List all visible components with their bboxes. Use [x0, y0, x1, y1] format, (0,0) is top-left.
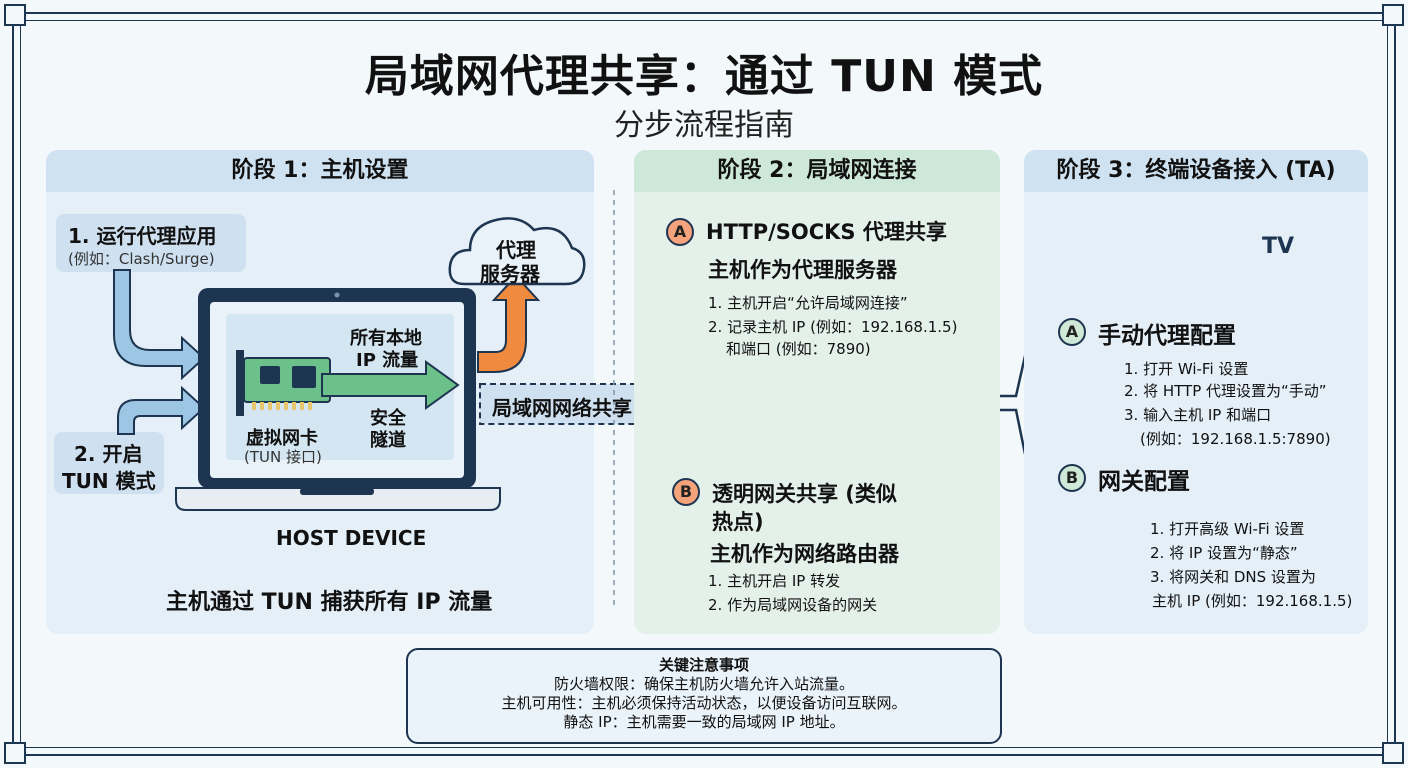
option-b-subtitle: 主机作为网络路由器 — [710, 542, 899, 566]
page-title: 局域网代理共享：通过 TUN 模式 — [364, 51, 1044, 102]
step1-example: (例如：Clash/Surge) — [68, 250, 215, 268]
stage2-panel: 阶段 2：局域网连接 — [634, 150, 1000, 634]
tunnel-arrow — [321, 360, 460, 410]
stage2-heading: 阶段 2：局域网连接 — [634, 150, 1000, 192]
step-arrows — [113, 269, 206, 435]
traffic-label-line1: 所有本地 — [350, 328, 422, 349]
frame-corner — [4, 742, 26, 764]
nic-label-line2: (TUN 接口) — [244, 448, 322, 466]
step2-chip: 2. 开启 TUN 模式 — [54, 432, 164, 494]
frame-corner — [4, 4, 26, 26]
config-b-step3: 3. 将网关和 DNS 设置为 — [1150, 568, 1316, 586]
option-b-title-line2: 热点) — [712, 510, 764, 534]
inner-frame — [20, 20, 1388, 748]
frame-corner — [1382, 742, 1404, 764]
option-a-badge: A — [666, 218, 694, 246]
lan-share-label: 局域网网络共享 — [492, 396, 632, 420]
option-a-step2b: 和端口 (例如：7890) — [726, 340, 871, 358]
traffic-label-line2: IP 流量 — [356, 350, 419, 371]
nic-label-line1: 虚拟网卡 — [246, 428, 318, 449]
option-b-step1: 1. 主机开启 IP 转发 — [708, 572, 841, 590]
tunnel-label-line2: 隧道 — [370, 430, 406, 451]
network-card-icon — [236, 350, 331, 416]
stage1-heading: 阶段 1：主机设置 — [46, 150, 594, 192]
laptop-icon — [175, 288, 501, 511]
outer-frame — [12, 12, 1396, 756]
notes-line3: 静态 IP：主机需要一致的局域网 IP 地址。 — [563, 713, 845, 731]
config-b-step2: 2. 将 IP 设置为“静态” — [1150, 544, 1298, 562]
option-b-badge: B — [672, 478, 700, 506]
config-a-step3: 3. 输入主机 IP 和端口 — [1124, 406, 1272, 424]
notes-line1: 防火墙权限：确保主机防火墙允许入站流量。 — [553, 675, 854, 693]
proxy-server-arrow — [477, 274, 541, 373]
cloud-label-line2: 服务器 — [480, 262, 540, 286]
cloud-label-line1: 代理 — [496, 238, 536, 262]
cloud-icon — [448, 217, 586, 286]
step2-line1: 2. 开启 — [74, 442, 143, 466]
config-b-step3b: 主机 IP (例如：192.168.1.5) — [1152, 592, 1353, 610]
step1-arrow — [113, 269, 206, 381]
stage3-panel: 阶段 3：终端设备接入 (TA) — [1024, 150, 1368, 634]
frame-corner — [1382, 4, 1404, 26]
config-a-step1: 1. 打开 Wi-Fi 设置 — [1124, 360, 1249, 378]
option-b-title-line1: 透明网关共享 (类似 — [712, 482, 897, 506]
step2-line2: TUN 模式 — [62, 469, 156, 493]
config-a-step2: 2. 将 HTTP 代理设置为“手动” — [1124, 382, 1327, 400]
step2-arrow — [117, 385, 206, 435]
notes-heading: 关键注意事项 — [658, 656, 749, 674]
stage3-heading: 阶段 3：终端设备接入 (TA) — [1024, 150, 1368, 192]
step1-title: 1. 运行代理应用 — [68, 224, 217, 248]
option-a-step2: 2. 记录主机 IP (例如：192.168.1.5) — [708, 318, 958, 336]
tv-label: TV — [1262, 234, 1295, 259]
option-a-subtitle: 主机作为代理服务器 — [708, 258, 897, 282]
notes-line2: 主机可用性：主机必须保持活动状态，以便设备访问互联网。 — [501, 694, 907, 712]
option-a-title: HTTP/SOCKS 代理共享 — [706, 220, 947, 244]
stage1-caption: 主机通过 TUN 捕获所有 IP 流量 — [166, 590, 493, 615]
option-b-step2: 2. 作为局域网设备的网关 — [708, 596, 878, 614]
config-b-badge: B — [1058, 464, 1086, 492]
page-subtitle: 分步流程指南 — [614, 108, 794, 143]
config-a-badge: A — [1058, 318, 1086, 346]
step1-chip: 1. 运行代理应用 (例如：Clash/Surge) — [56, 214, 246, 272]
config-b-title: 网关配置 — [1098, 469, 1190, 495]
tunnel-label-line1: 安全 — [370, 408, 406, 429]
config-a-title: 手动代理配置 — [1098, 323, 1236, 349]
config-a-step3b: (例如：192.168.1.5:7890) — [1140, 430, 1331, 448]
option-a-step1: 1. 主机开启“允许局域网连接” — [708, 294, 908, 312]
key-notes-box: 关键注意事项 防火墙权限：确保主机防火墙允许入站流量。 主机可用性：主机必须保持… — [406, 648, 1002, 744]
config-b-step1: 1. 打开高级 Wi-Fi 设置 — [1150, 520, 1305, 538]
host-device-label: HOST DEVICE — [276, 526, 427, 550]
